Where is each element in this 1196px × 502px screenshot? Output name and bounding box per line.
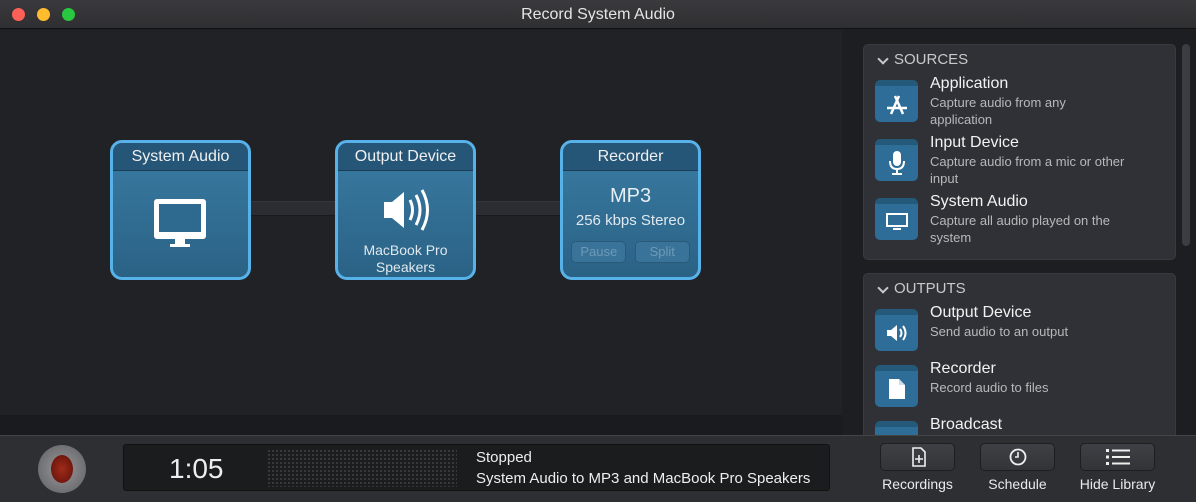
minimize-button[interactable] bbox=[37, 8, 50, 21]
canvas-footer bbox=[0, 415, 842, 435]
item-title: Recorder bbox=[930, 360, 996, 377]
output-device-name-line1: MacBook Pro bbox=[363, 242, 448, 258]
recorder-node[interactable]: Recorder MP3 256 kbps Stereo Pause Split bbox=[560, 140, 701, 280]
status-state: Stopped bbox=[476, 449, 532, 466]
list-icon bbox=[1105, 449, 1130, 465]
status-display: 1:05 Stopped System Audio to MP3 and Mac… bbox=[123, 444, 830, 491]
library-item-application[interactable]: Application Capture audio from any appli… bbox=[864, 75, 1175, 134]
zoom-button[interactable] bbox=[62, 8, 75, 21]
output-node-output-device[interactable]: Output Device MacBook Pro Speakers bbox=[335, 140, 476, 280]
microphone-icon bbox=[875, 139, 918, 181]
app-store-icon bbox=[875, 80, 918, 122]
sidebar-scrollbar[interactable] bbox=[1182, 44, 1190, 246]
item-title: Input Device bbox=[930, 134, 1019, 151]
document-icon bbox=[875, 365, 918, 407]
node-title: Output Device bbox=[338, 143, 473, 171]
level-meter bbox=[267, 449, 457, 487]
recorder-quality: 256 kbps Stereo bbox=[575, 212, 686, 229]
item-description: Capture audio from a mic or other input bbox=[930, 154, 1125, 186]
hide-library-button[interactable]: Hide Library bbox=[1075, 443, 1160, 492]
close-button[interactable] bbox=[12, 8, 25, 21]
recordings-button[interactable]: Recordings bbox=[879, 443, 956, 492]
item-description: Capture all audio played on the system bbox=[930, 213, 1110, 245]
item-description: Send audio to an output bbox=[930, 324, 1069, 339]
speaker-icon bbox=[875, 309, 918, 351]
connection-wire bbox=[248, 201, 338, 216]
record-button[interactable] bbox=[38, 445, 86, 493]
title-bar: Record System Audio bbox=[0, 0, 1196, 29]
recorder-format: MP3 bbox=[609, 185, 652, 207]
item-description: Capture audio from any application bbox=[930, 95, 1066, 127]
recordings-label: Recordings bbox=[882, 476, 953, 492]
recordings-icon bbox=[911, 447, 926, 467]
speaker-icon bbox=[383, 189, 429, 231]
sources-header[interactable]: SOURCES bbox=[864, 45, 1175, 75]
node-title: Recorder bbox=[563, 143, 698, 171]
library-item-output-device[interactable]: Output Device Send audio to an output bbox=[864, 304, 1175, 360]
library-item-input-device[interactable]: Input Device Capture audio from a mic or… bbox=[864, 134, 1175, 193]
output-device-name-line2: Speakers bbox=[375, 259, 436, 275]
window-title: Record System Audio bbox=[521, 6, 675, 23]
outputs-panel: OUTPUTS Output Device Send audio to an o… bbox=[863, 273, 1176, 443]
schedule-button[interactable]: Schedule bbox=[979, 443, 1056, 492]
schedule-label: Schedule bbox=[988, 476, 1047, 492]
item-title: Broadcast bbox=[930, 416, 1003, 433]
item-title: System Audio bbox=[930, 193, 1028, 210]
item-title: Output Device bbox=[930, 304, 1032, 321]
item-title: Application bbox=[930, 75, 1009, 92]
item-description: Record audio to files bbox=[930, 380, 1049, 395]
elapsed-time: 1:05 bbox=[169, 453, 224, 484]
source-node-system-audio[interactable]: System Audio bbox=[110, 140, 251, 280]
library-item-recorder[interactable]: Recorder Record audio to files bbox=[864, 360, 1175, 416]
record-icon bbox=[51, 455, 73, 483]
library-item-system-audio[interactable]: System Audio Capture all audio played on… bbox=[864, 193, 1175, 252]
bottom-toolbar: 1:05 Stopped System Audio to MP3 and Mac… bbox=[0, 435, 1196, 502]
monitor-icon bbox=[875, 198, 918, 240]
outputs-header[interactable]: OUTPUTS bbox=[864, 274, 1175, 304]
node-title: System Audio bbox=[113, 143, 248, 171]
hide-library-label: Hide Library bbox=[1079, 476, 1156, 492]
connection-wire bbox=[473, 201, 563, 216]
status-description: System Audio to MP3 and MacBook Pro Spea… bbox=[476, 470, 811, 487]
library-sidebar: SOURCES Application Capture audio from a… bbox=[842, 30, 1196, 443]
sources-panel: SOURCES Application Capture audio from a… bbox=[863, 44, 1176, 260]
split-button[interactable]: Split bbox=[634, 241, 690, 263]
pause-button[interactable]: Pause bbox=[571, 241, 627, 263]
clock-icon bbox=[1009, 448, 1026, 466]
monitor-icon bbox=[153, 199, 206, 247]
